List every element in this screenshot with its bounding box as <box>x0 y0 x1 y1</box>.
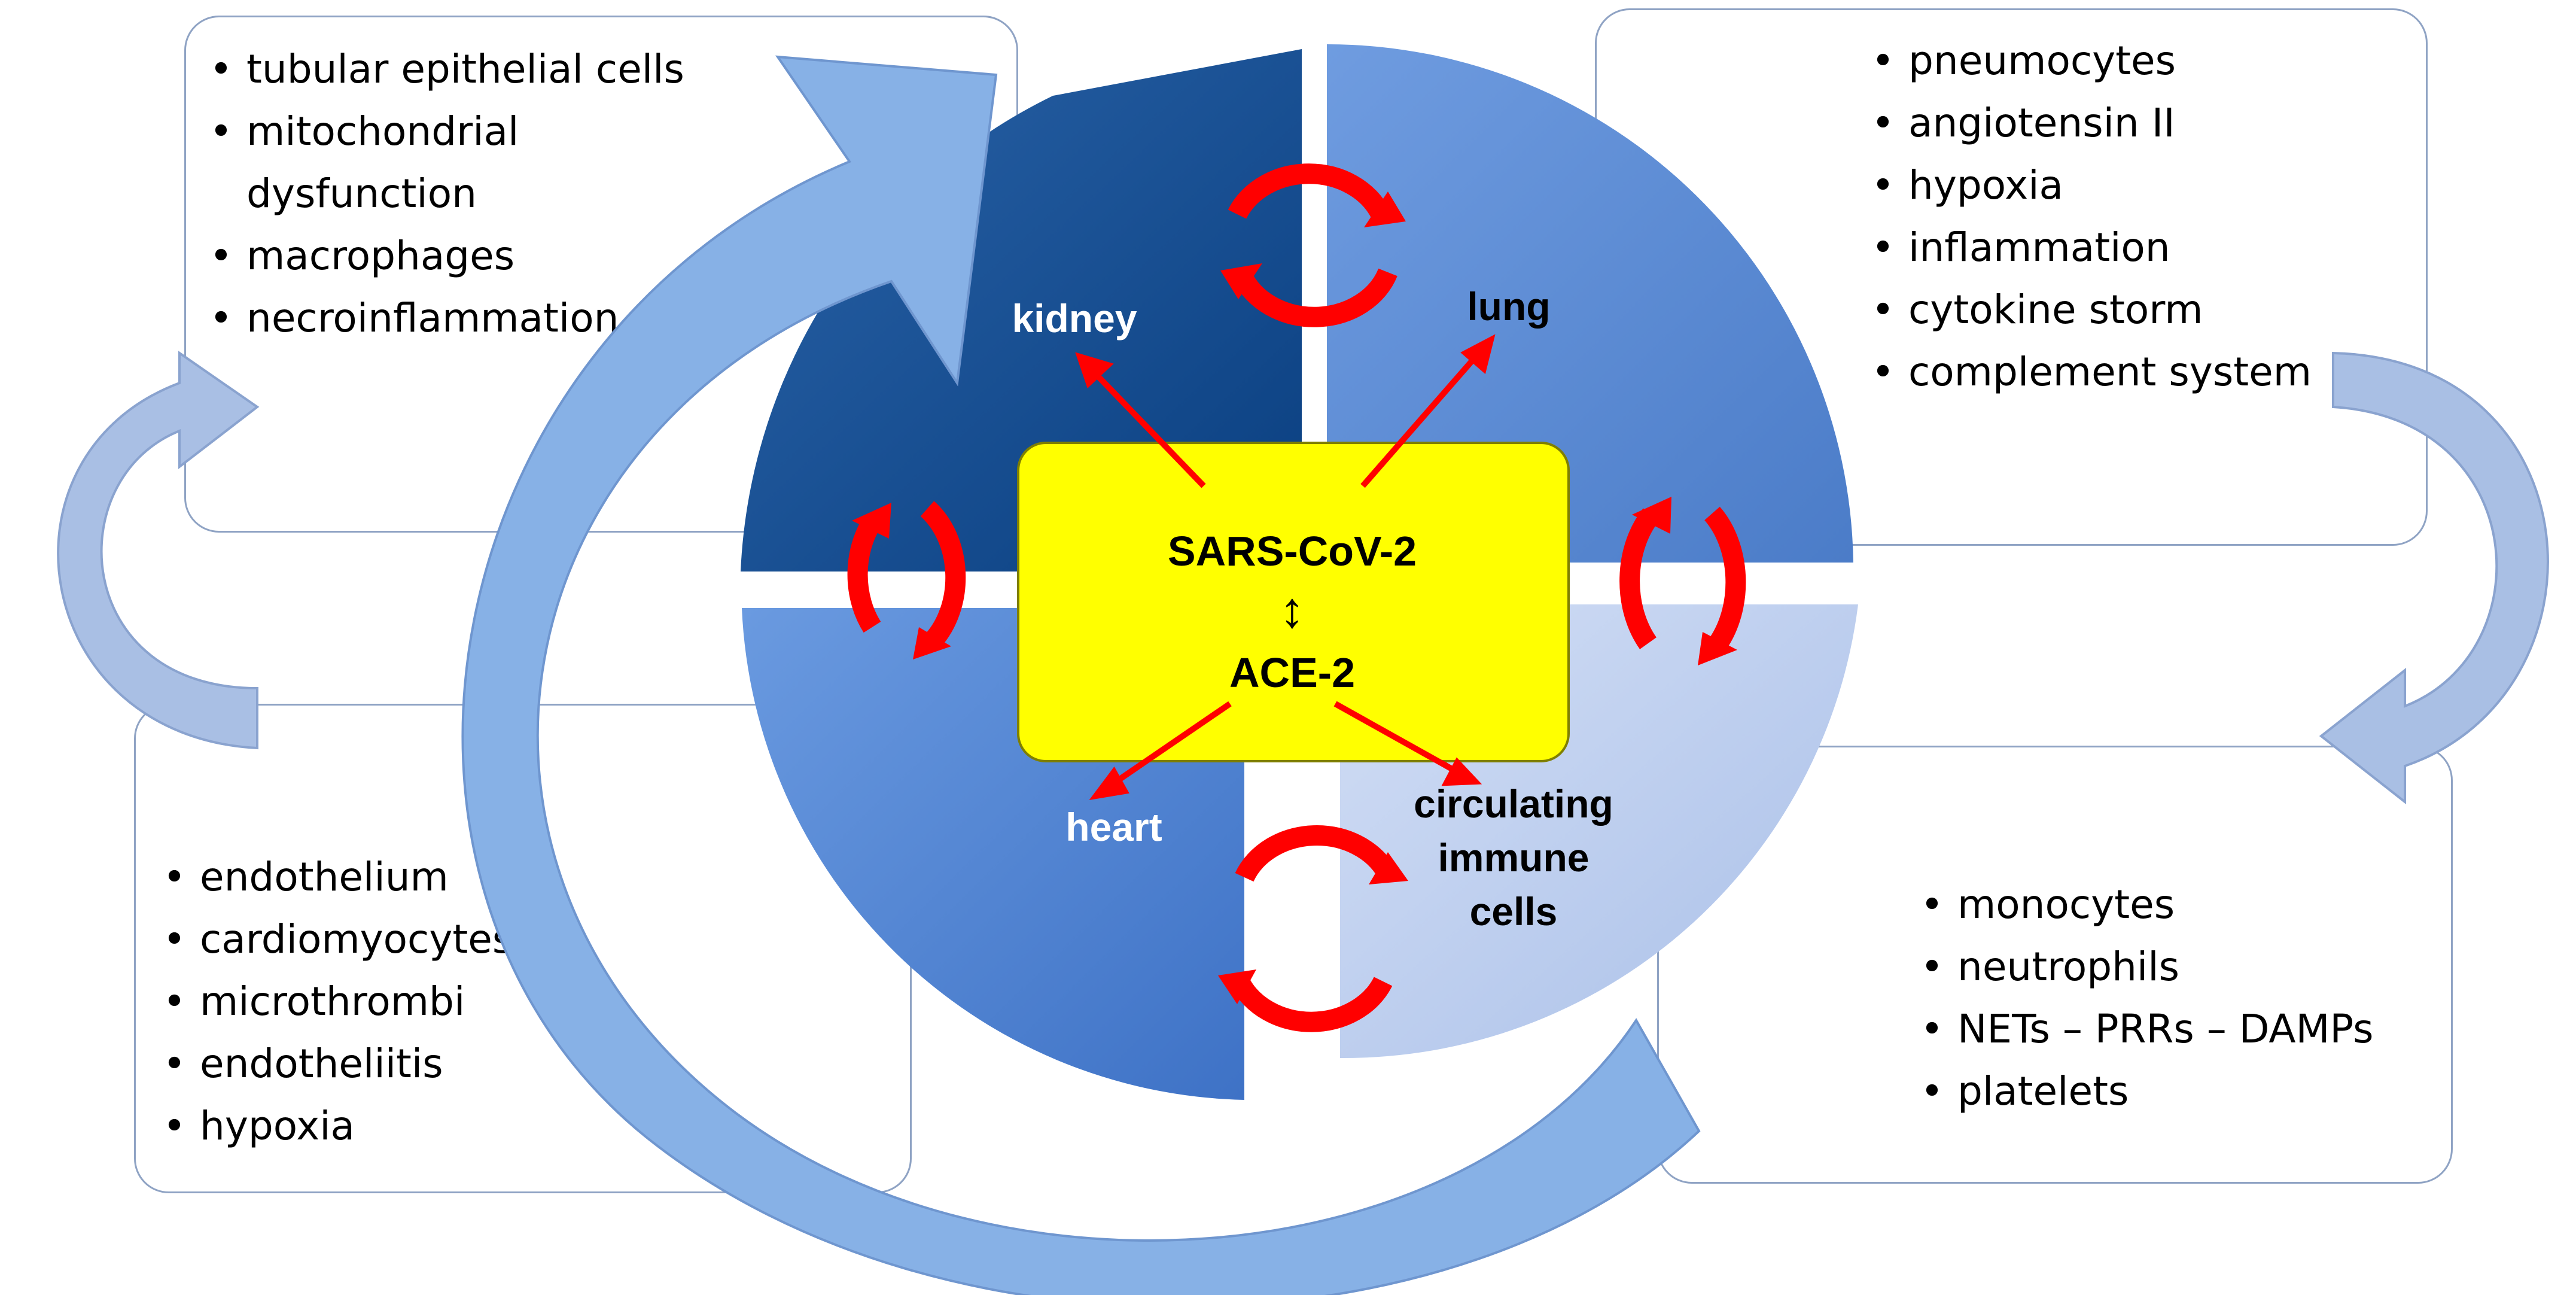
kidney-factor-item: macrophages <box>209 225 808 287</box>
arrow-to-lung-head <box>1460 334 1496 375</box>
organ-label-lung: lung <box>1467 284 1550 329</box>
lung-factor-item: cytokine storm <box>1871 279 2434 341</box>
core-interaction-arrow: ↕ <box>1280 582 1305 638</box>
arrow-to-immune-head <box>1441 757 1482 786</box>
immune-factor-item: neutrophils <box>1920 936 2459 998</box>
arrow-to-kidney-head <box>1075 352 1114 388</box>
heart-factor-item: microthrombi <box>163 971 761 1033</box>
arrow-to-immune <box>1333 701 1459 775</box>
lung-factor-item: angiotensin II <box>1871 92 2434 154</box>
kidney-factor-item: tubular epithelial cells <box>209 38 808 101</box>
exchange-arrow-right-a <box>1619 508 1660 649</box>
immune-factor-item: monocytes <box>1920 874 2459 936</box>
lung-factor-item: pneumocytes <box>1871 30 2434 92</box>
exchange-arrow-left-a <box>847 516 881 633</box>
kidney-factor-item: mitochondrial dysfunction <box>209 101 581 225</box>
organ-label-immune-1: circulating <box>1414 782 1613 826</box>
lung-factor-item: inflammation <box>1871 217 2434 279</box>
exchange-arrow-bottom-upper <box>1235 825 1396 882</box>
arrow-to-kidney <box>1089 367 1206 488</box>
lung-quadrant <box>1327 44 1853 563</box>
lung-factor-item: hypoxia <box>1871 154 2434 217</box>
exchange-arrow-left-head-2 <box>913 627 951 659</box>
exchange-arrow-left-b <box>920 501 966 648</box>
lung-factor-item: complement system <box>1871 341 2434 403</box>
core-line-sars: SARS-CoV-2 <box>1168 528 1417 574</box>
exchange-arrow-top-head-2 <box>1220 263 1262 299</box>
exchange-arrow-right <box>1619 506 1746 649</box>
exchange-arrow-bottom-head-2 <box>1218 969 1256 1004</box>
heart-factor-item: hypoxia <box>163 1095 761 1157</box>
exchange-arrow-top-head-1 <box>1364 191 1406 227</box>
heart-factor-item: endothelium <box>163 846 761 908</box>
kidney-factor-item: necroinflammation <box>209 287 808 349</box>
arrow-to-heart <box>1111 701 1232 787</box>
right-side-curved-arrow <box>2319 351 2549 805</box>
arrow-to-heart-head <box>1089 766 1129 800</box>
cycle-arrow <box>461 55 1701 1295</box>
heart-factor-item: cardiomyocytes <box>163 908 761 971</box>
exchange-arrow-top-lower <box>1235 268 1397 327</box>
core-box <box>1017 442 1570 762</box>
exchange-arrow-top-upper <box>1228 163 1390 219</box>
lung-factor-list: pneumocytes angiotensin II hypoxia infla… <box>1871 30 2434 403</box>
exchange-arrow-right-b <box>1704 506 1746 649</box>
organ-label-immune-3: cells <box>1470 889 1558 934</box>
left-side-curved-arrow <box>57 351 260 750</box>
exchange-arrow-right-head-2 <box>1698 632 1737 665</box>
exchange-arrow-left <box>847 501 966 648</box>
core-to-organ-arrows <box>1075 334 1496 800</box>
heart-factor-list: endothelium cardiomyocytes microthrombi … <box>163 846 761 1157</box>
organ-label-heart: heart <box>1065 805 1162 849</box>
immune-factor-item: NETs – PRRs – DAMPs <box>1920 998 2459 1060</box>
exchange-arrow-bottom-head-1 <box>1369 852 1408 884</box>
exchange-arrow-left-head-1 <box>852 503 891 539</box>
core-line-ace2: ACE-2 <box>1229 649 1355 696</box>
exchange-arrow-right-head-1 <box>1632 497 1671 534</box>
organ-label-kidney: kidney <box>1012 296 1137 341</box>
exchange-arrow-bottom <box>1230 825 1396 1032</box>
immune-factor-item: platelets <box>1920 1060 2459 1123</box>
organ-label-immune-2: immune <box>1438 835 1589 880</box>
exchange-arrow-top <box>1228 163 1397 327</box>
exchange-arrow-bottom-lower <box>1230 977 1393 1032</box>
heart-factor-item: endotheliitis <box>163 1033 761 1095</box>
kidney-factor-list: tubular epithelial cells mitochondrial d… <box>209 38 808 349</box>
arrow-to-lung <box>1360 351 1481 488</box>
immune-factor-list: monocytes neutrophils NETs – PRRs – DAMP… <box>1920 874 2459 1123</box>
